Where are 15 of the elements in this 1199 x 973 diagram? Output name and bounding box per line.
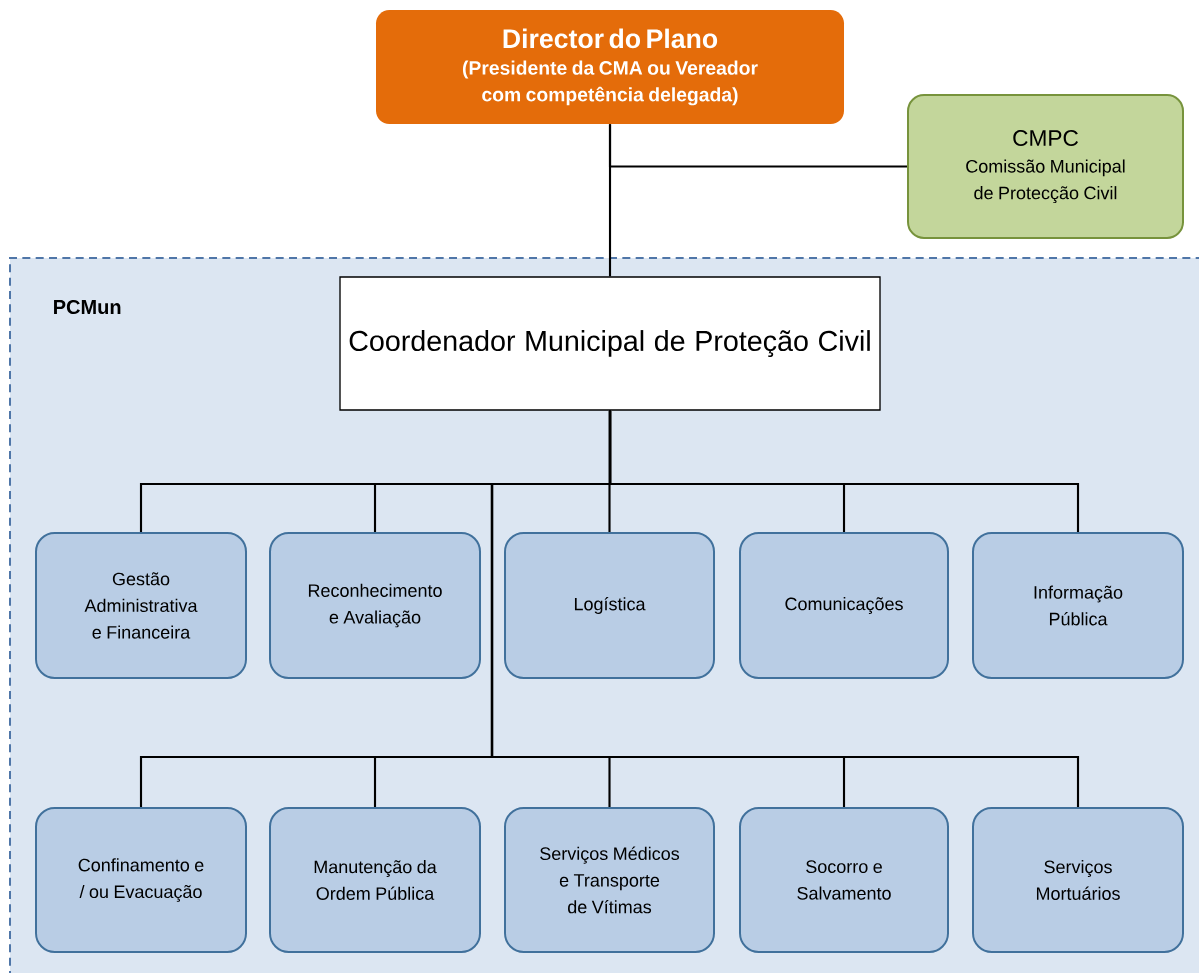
unit-box: Serviços Mortuários bbox=[972, 807, 1184, 953]
unit-box: Socorro e Salvamento bbox=[739, 807, 949, 953]
connector-line bbox=[608, 124, 907, 168]
unit-box: Informação Pública bbox=[972, 532, 1184, 679]
unit-box: Reconhecimento e Avaliação bbox=[269, 532, 481, 679]
unit-box: Comunicações bbox=[739, 532, 949, 679]
unit-box: Confinamento e / ou Evacuação bbox=[35, 807, 247, 953]
coordinator-box: Coordenador Municipal de Proteção Civil bbox=[339, 276, 881, 411]
unit-box: Manutenção da Ordem Pública bbox=[269, 807, 481, 953]
unit-box: Serviços Médicos e Transporte de Vítimas bbox=[504, 807, 715, 953]
connector-line bbox=[490, 410, 1080, 807]
commission-box: CMPC Comissão Municipal de Protecção Civil bbox=[907, 94, 1184, 239]
unit-box: Gestão Administrativa e Financeira bbox=[35, 532, 247, 679]
director-box: Director do Plano (Presidente da CMA ou Vereador com competência delegada) bbox=[376, 10, 844, 124]
unit-box: Logística bbox=[504, 532, 715, 679]
